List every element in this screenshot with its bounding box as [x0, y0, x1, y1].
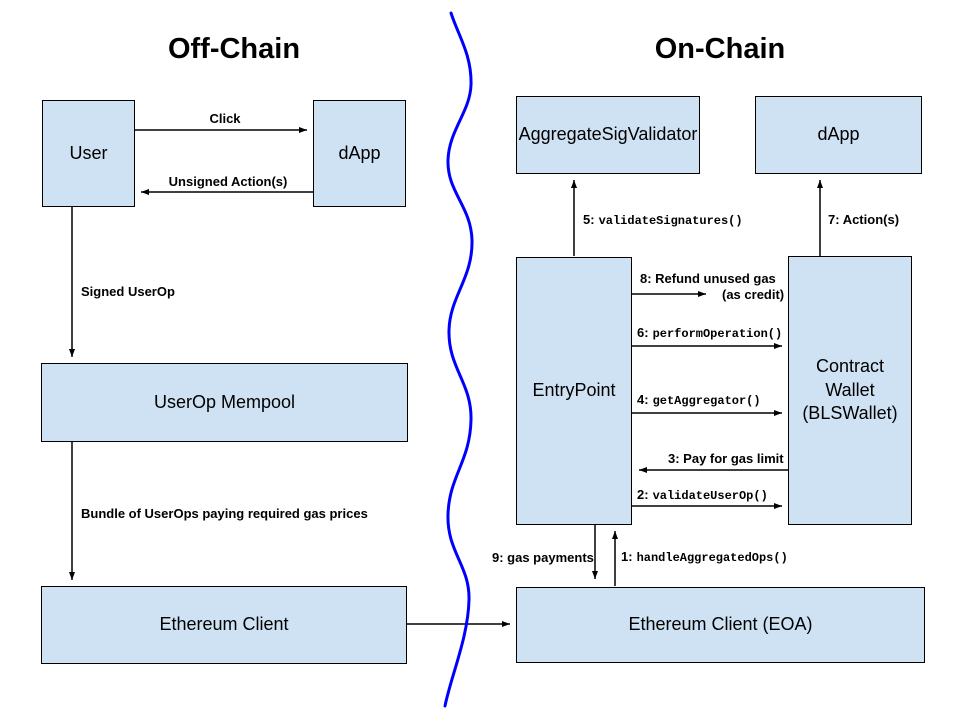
- edge-2-label: 2:validateUserOp(): [637, 487, 768, 503]
- edge-1-label: 1:handleAggregatedOps(): [621, 549, 788, 565]
- edge-2-code: validateUserOp(): [652, 489, 768, 503]
- node-ethereum-client-eoa: Ethereum Client (EOA): [516, 587, 925, 663]
- edge-unsigned-actions-label: Unsigned Action(s): [168, 174, 288, 189]
- node-entry-point-label: EntryPoint: [532, 380, 616, 401]
- node-contract-wallet: Contract Wallet (BLSWallet): [788, 256, 912, 525]
- edge-4-code: getAggregator(): [652, 394, 761, 408]
- node-aggregate-sig-validator: AggregateSigValidator: [516, 96, 700, 174]
- edge-3-label: 3: Pay for gas limit: [668, 451, 784, 466]
- node-ethereum-client-eoa-label: Ethereum Client (EOA): [628, 614, 813, 635]
- edge-1-number: 1:: [621, 549, 633, 564]
- node-user: User: [42, 100, 135, 207]
- edge-8-label-line2: (as credit): [722, 287, 785, 302]
- node-user-label: User: [69, 142, 108, 163]
- node-contract-wallet-label: Contract Wallet (BLSWallet): [802, 356, 898, 424]
- edge-6-code: performOperation(): [652, 327, 783, 341]
- edge-2-number: 2:: [637, 487, 649, 502]
- node-dapp-onchain-label: dApp: [817, 124, 860, 145]
- edge-9-label: 9: gas payments: [492, 550, 594, 565]
- node-dapp-onchain: dApp: [755, 96, 922, 174]
- edge-8-label: 8: Refund unused gas: [640, 271, 776, 286]
- edge-4-label: 4:getAggregator(): [637, 392, 761, 408]
- node-ethereum-client-label: Ethereum Client: [159, 614, 289, 635]
- node-userop-mempool-label: UserOp Mempool: [153, 391, 296, 412]
- edge-bundle-label: Bundle of UserOps paying required gas pr…: [81, 506, 368, 521]
- edge-6-label: 6:performOperation(): [637, 325, 783, 341]
- node-entry-point: EntryPoint: [516, 257, 632, 525]
- edge-click-label: Click: [209, 111, 241, 126]
- offchain-title: Off-Chain: [167, 33, 301, 65]
- edge-5-label: 5:validateSignatures(): [583, 212, 743, 228]
- edge-5-code: validateSignatures(): [598, 214, 743, 228]
- node-dapp-offchain-label: dApp: [338, 142, 381, 163]
- node-ethereum-client: Ethereum Client: [41, 586, 407, 664]
- edge-5-number: 5:: [583, 212, 595, 227]
- node-dapp-offchain: dApp: [313, 100, 406, 207]
- node-aggregate-sig-validator-label: AggregateSigValidator: [518, 124, 698, 145]
- edge-1-code: handleAggregatedOps(): [636, 551, 788, 565]
- edge-6-number: 6:: [637, 325, 649, 340]
- edge-4-number: 4:: [637, 392, 649, 407]
- edge-7-label: 7: Action(s): [828, 212, 900, 227]
- chain-divider-wave: [443, 11, 474, 708]
- edge-signed-userop-label: Signed UserOp: [81, 284, 175, 299]
- onchain-title: On-Chain: [654, 33, 786, 65]
- node-userop-mempool: UserOp Mempool: [41, 363, 408, 442]
